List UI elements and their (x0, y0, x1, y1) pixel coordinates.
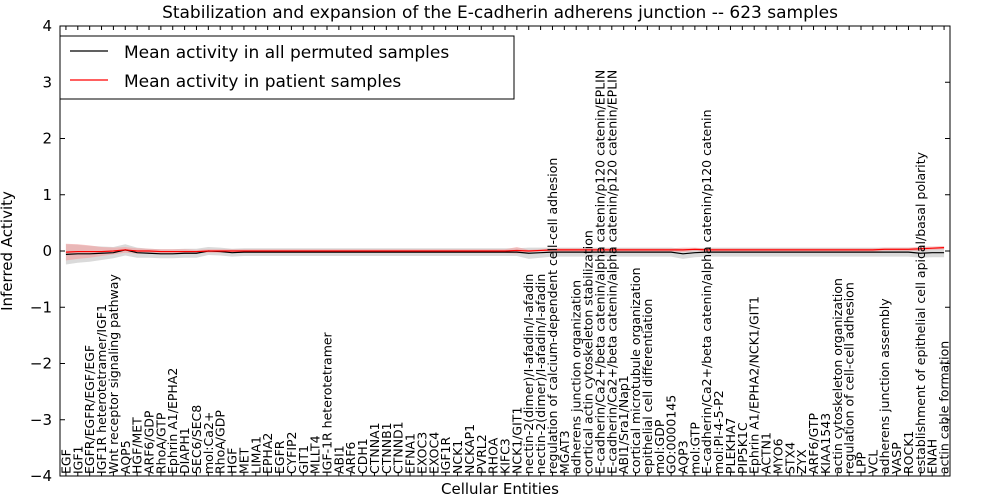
category-label: MGAT3 (557, 430, 572, 474)
category-label: LPP (854, 451, 869, 474)
category-label: regulation of calcium-dependent cell-cel… (545, 158, 560, 474)
y-tick-label: 0 (42, 242, 52, 260)
category-label: mol:Ca2+ (201, 412, 216, 474)
category-label: cortical actin cytoskeleton stabilizatio… (581, 230, 596, 474)
category-label: MET (236, 447, 251, 474)
y-axis: −4 −3 −2 −1 0 1 2 3 4 (30, 17, 950, 485)
category-label: AQP5 (118, 440, 133, 474)
x-axis (65, 26, 945, 476)
category-label: E-cadherin/Ca2+/beta catenin/alpha caten… (604, 70, 619, 474)
category-label: NCK1/GIT1 (509, 407, 524, 474)
category-label: ENAH (925, 439, 940, 474)
y-axis-label: Inferred Activity (0, 191, 16, 311)
category-label: PVRL2 (474, 434, 489, 474)
category-label: ABI1 (331, 445, 346, 474)
category-label: epithelial cell differentiation (640, 299, 655, 474)
category-label: MYO6 (770, 438, 785, 474)
category-label: GO:0000145 (664, 395, 679, 474)
y-tick-label: −3 (30, 411, 52, 429)
chart-title: Stabilization and expansion of the E-cad… (162, 3, 838, 23)
category-label: DIAPH1 (177, 427, 192, 474)
series-bands (65, 243, 945, 265)
category-label: EFNA1 (403, 433, 418, 474)
category-label: establishment of epithelial cell apical/… (913, 151, 928, 474)
category-label: mol:GTP (687, 422, 702, 474)
category-label: EGF (58, 449, 73, 474)
category-label: EXOC3 (414, 432, 429, 474)
category-label: E-cadherin/Ca2+/beta catenin/alpha caten… (592, 70, 607, 474)
category-label: adherens junction organization (569, 280, 584, 474)
category-label: Wnt receptor signaling pathway (106, 274, 121, 474)
category-label: CTNND1 (391, 421, 406, 474)
y-tick-label: −1 (30, 298, 52, 316)
category-label: actin cytoskeleton organization (830, 278, 845, 474)
y-tick-label: −4 (30, 467, 52, 485)
category-label: NCK1 (450, 440, 465, 474)
category-label: MLLT4 (308, 435, 323, 474)
category-label: CTNNA1 (367, 422, 382, 474)
category-label: HGF/MET (130, 417, 145, 474)
y-tick-label: 1 (42, 186, 52, 204)
category-label: ARF6 (343, 442, 358, 474)
category-label: KIAA1543 (818, 413, 833, 474)
category-label: mol:PI-4-5-P2 (711, 390, 726, 474)
category-label: CTNNB1 (379, 422, 394, 474)
category-label: ACTN1 (759, 432, 774, 474)
category-label: VASP (889, 442, 904, 474)
y-tick-label: 2 (42, 130, 52, 148)
category-label: mol:GDP (652, 419, 667, 474)
category-label: adherens junction assembly (877, 298, 892, 474)
category-label: IGF1 (70, 445, 85, 474)
category-label: CDH1 (355, 438, 370, 474)
y-tick-label: 4 (42, 17, 52, 35)
category-label: RhoA/GDP (213, 410, 228, 474)
category-label: EGFR/EGFR/EGF/EGF (82, 345, 97, 474)
category-label: SEC6/SEC8 (189, 405, 204, 474)
category-label: VCL (865, 450, 880, 474)
legend-label-permuted: Mean activity in all permuted samples (124, 43, 449, 63)
legend: Mean activity in all permuted samples Me… (59, 35, 515, 100)
category-label: IGF-1R heterotetramer (320, 331, 335, 474)
category-label: PIP5K1C (735, 422, 750, 474)
series-lines (65, 247, 945, 255)
legend-frame (59, 35, 515, 100)
category-label: Ephrin A1/EPHA2 (165, 368, 180, 474)
category-label: ROCK1 (901, 431, 916, 474)
y-tick-label: 3 (42, 73, 52, 91)
category-label: nectin-2(dimer)/I-afadin/I-afadin (521, 274, 536, 474)
category-label: actin cable formation (937, 341, 952, 474)
band-series-0 (65, 244, 945, 265)
category-label: nectin-2(dimer)/I-afadin/I-afadin (533, 274, 548, 474)
category-label: AQP3 (676, 440, 691, 474)
category-label: STX4 (782, 442, 797, 474)
category-label: E-cadherin/Ca2+/beta catenin/alpha caten… (699, 109, 714, 474)
category-label: IGF1R (438, 436, 453, 474)
category-label: ABI1/Sra1/Nap1 (616, 375, 631, 474)
category-label: ZYX (794, 449, 809, 474)
category-label: ARF6/GDP (142, 410, 157, 474)
x-axis-label: Cellular Entities (441, 480, 559, 498)
category-label: EPHA2 (260, 433, 275, 474)
category-label: EGFR (272, 440, 287, 474)
category-label: cortical microtubule organization (628, 267, 643, 474)
category-label: KIFC3 (498, 438, 513, 474)
y-tick-label: −2 (30, 355, 52, 373)
category-label: HGF (225, 448, 240, 474)
category-label: RhoA/GTP (153, 412, 168, 474)
category-label: IGF1R heterotetramer/IGF1 (94, 304, 109, 474)
category-label: ARF6/GTP (806, 413, 821, 474)
category-label: NCKAP1 (462, 424, 477, 474)
line-series-1 (65, 247, 945, 253)
category-label: GIT1 (296, 445, 311, 474)
category-label: PLEKHA7 (723, 417, 738, 474)
category-label: CYFIP2 (284, 431, 299, 474)
legend-label-patient: Mean activity in patient samples (124, 72, 401, 92)
category-label: RHOA (486, 437, 501, 474)
category-label: LIMA1 (248, 436, 263, 474)
category-label: Ephrin A1/EPHA2/NCK1/GIT1 (747, 296, 762, 474)
category-label: EXOC4 (426, 432, 441, 474)
category-label: regulation of cell-cell adhesion (842, 282, 857, 474)
